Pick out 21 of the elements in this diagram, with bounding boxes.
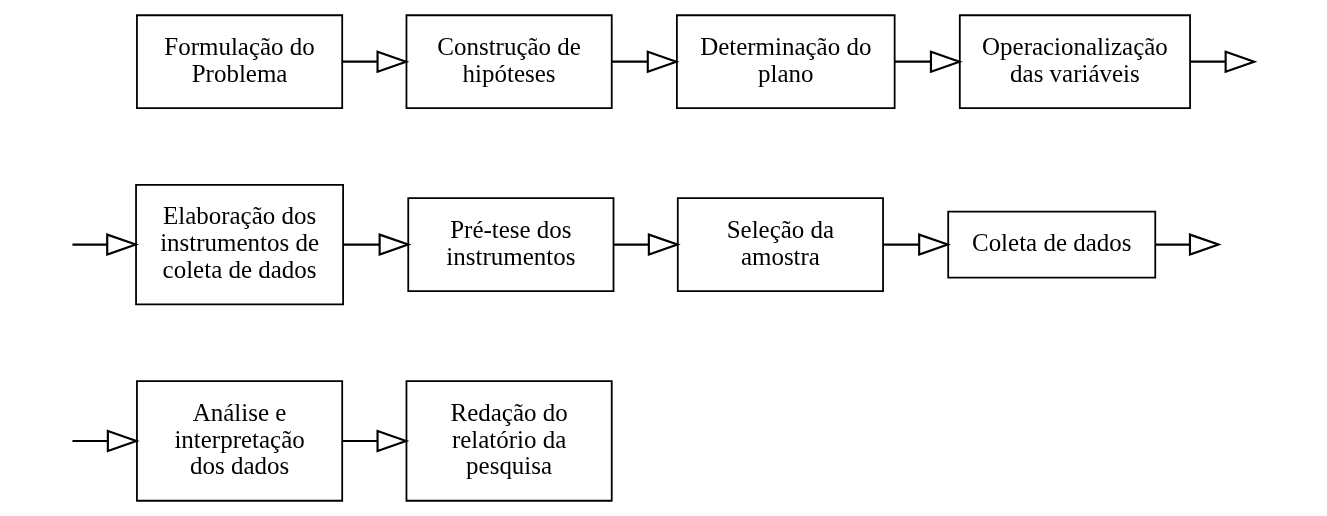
- arrow: [72, 233, 139, 257]
- node-box: Pré-tese dos instrumentos: [407, 197, 615, 292]
- node-box: Elaboração dos instrumentos de coleta de dados: [135, 183, 344, 306]
- arrow: [342, 429, 410, 453]
- arrow: [613, 233, 681, 257]
- node-box: Coleta de dados: [947, 210, 1157, 279]
- arrow: [72, 429, 140, 453]
- node-box: Construção de hipóteses: [405, 14, 613, 109]
- node-box: Redação do relatório da pesquisa: [405, 380, 613, 502]
- arrow: [343, 233, 412, 257]
- arrow: [1190, 50, 1258, 74]
- arrow: [342, 50, 410, 74]
- node-box: Formulação do Problema: [136, 14, 344, 109]
- arrow: [1155, 233, 1222, 257]
- node-box: Determinação do plano: [676, 14, 896, 109]
- node-box: Análise e interpretação dos dados: [136, 380, 344, 502]
- arrow: [883, 233, 951, 257]
- node-box: Operacionalização das variáveis: [958, 14, 1191, 109]
- node-box: Seleção da amostra: [676, 197, 884, 292]
- arrow: [611, 50, 680, 74]
- arrow: [894, 50, 963, 74]
